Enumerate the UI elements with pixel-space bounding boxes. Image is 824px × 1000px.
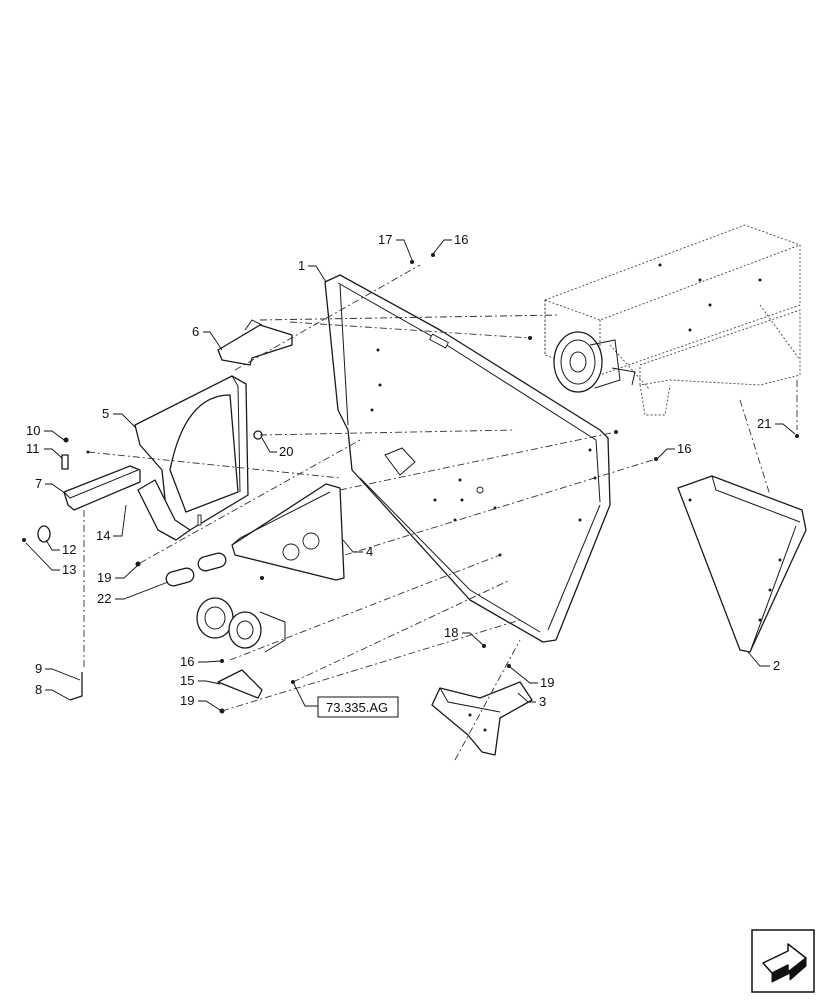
callout-9: 9 bbox=[35, 661, 42, 676]
callout-20: 20 bbox=[279, 444, 293, 459]
lower-bracket bbox=[431, 681, 533, 756]
nut-spring bbox=[61, 437, 69, 470]
callout-labels: 1 2 3 4 5 6 7 8 9 10 11 12 13 bbox=[25, 232, 796, 711]
callout-22: 22 bbox=[97, 591, 111, 606]
assembly-centerlines bbox=[83, 264, 798, 761]
machine-frame bbox=[544, 224, 801, 416]
small-bracket bbox=[217, 319, 293, 366]
callout-17: 17 bbox=[378, 232, 392, 247]
callout-19-bottom: 19 bbox=[180, 693, 194, 708]
shroud-bracket bbox=[134, 375, 249, 537]
belts bbox=[165, 552, 227, 587]
callout-12: 12 bbox=[62, 542, 76, 557]
triangular-shield bbox=[677, 475, 807, 653]
callout-7: 7 bbox=[35, 476, 42, 491]
bushing bbox=[22, 525, 51, 543]
callout-2: 2 bbox=[773, 658, 780, 673]
callout-18: 18 bbox=[444, 625, 458, 640]
triangular-plate bbox=[231, 483, 345, 581]
callout-16-left: 16 bbox=[180, 654, 194, 669]
reference-label: 73.335.AG bbox=[326, 700, 388, 715]
callout-21: 21 bbox=[757, 416, 771, 431]
callout-1: 1 bbox=[298, 258, 305, 273]
callout-5: 5 bbox=[102, 406, 109, 421]
callout-14: 14 bbox=[96, 528, 110, 543]
callout-6: 6 bbox=[192, 324, 199, 339]
callout-4: 4 bbox=[366, 544, 373, 559]
reference-link[interactable]: 73.335.AG bbox=[293, 683, 399, 718]
callout-3: 3 bbox=[539, 694, 546, 709]
frame-pulley bbox=[553, 331, 636, 393]
callout-8: 8 bbox=[35, 682, 42, 697]
callout-19-left: 19 bbox=[97, 570, 111, 585]
side-panel bbox=[324, 274, 611, 643]
callout-10: 10 bbox=[26, 423, 40, 438]
callout-16-right: 16 bbox=[677, 441, 691, 456]
next-page-arrow-icon[interactable] bbox=[751, 929, 815, 993]
callout-19-right: 19 bbox=[540, 675, 554, 690]
support-bracket bbox=[137, 479, 191, 541]
latch-rod bbox=[69, 672, 83, 701]
callout-13: 13 bbox=[62, 562, 76, 577]
callout-16-top: 16 bbox=[454, 232, 468, 247]
latch-plate bbox=[63, 465, 141, 511]
pulley-assembly bbox=[196, 597, 286, 699]
callout-11: 11 bbox=[26, 441, 40, 456]
callout-15: 15 bbox=[180, 673, 194, 688]
